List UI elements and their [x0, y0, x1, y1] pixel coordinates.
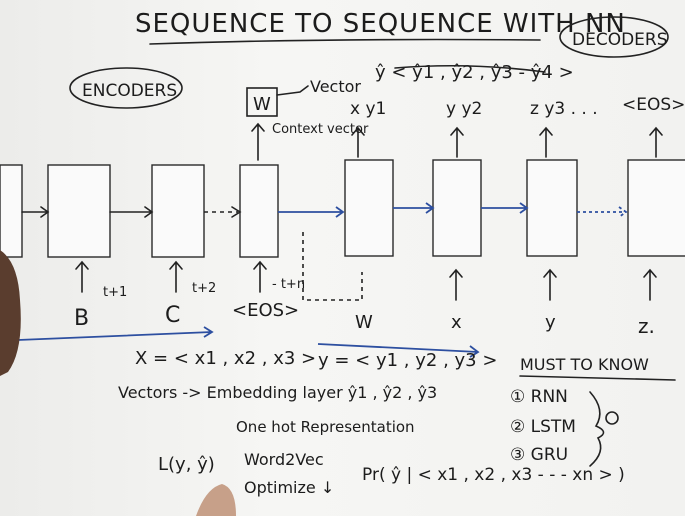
dec-arrow-1	[393, 202, 435, 214]
dec-out-arrow-2	[450, 126, 464, 158]
encoder-cell-4	[239, 164, 279, 258]
optimize-label: Optimize ↓	[244, 478, 334, 497]
x-seq-arrow	[17, 326, 214, 341]
decoder-cell-3	[526, 159, 578, 257]
decoder-output-4: <EOS>	[622, 95, 685, 115]
dec-arrow-2	[481, 202, 529, 214]
x-equation: X = < x1 , x2 , x3 >	[135, 348, 316, 369]
page-title: SEQUENCE TO SEQUENCE WITH NN	[135, 9, 626, 39]
dec-in-arrow-3	[543, 268, 557, 301]
context-w-label: W	[253, 94, 271, 115]
encoder-cell-1	[0, 164, 23, 258]
y-equation: y = < y1 , y2 , y3 >	[318, 350, 497, 371]
encoder-input-eos: <EOS>	[232, 300, 299, 321]
dec-in-arrow-2	[449, 268, 463, 301]
title-underline	[149, 38, 541, 45]
decoder-cell-1	[344, 159, 394, 257]
vector-pointer	[276, 85, 309, 96]
presenter-silhouette	[0, 250, 21, 376]
decoder-input-z: z.	[638, 314, 655, 338]
context-w-box	[246, 87, 278, 117]
output-sequence-underline	[394, 64, 546, 73]
enc-arrow-3-head	[231, 206, 242, 218]
decoders-label: DECODERS	[572, 30, 668, 50]
enc-arrow-1	[21, 206, 50, 218]
decoder-input-y: y	[545, 312, 556, 333]
dec-out-arrow-1	[351, 126, 365, 158]
enc-time-label-2: t+2	[192, 281, 216, 296]
enc-in-arrow-3	[253, 260, 267, 293]
decoder-cell-2	[432, 159, 482, 257]
encoder-cell-2	[47, 164, 111, 258]
enc-time-label-3: - t+n	[272, 277, 305, 292]
decoders-ellipse	[559, 16, 669, 58]
dec-in-arrow-4	[643, 268, 657, 301]
must-know-item-rnn: ① RNN	[510, 387, 568, 407]
must-know-item-gru: ③ GRU	[510, 445, 568, 465]
must-know-title: MUST TO KNOW	[520, 355, 649, 374]
encoder-input-b: B	[74, 306, 89, 331]
must-know-underline	[519, 375, 676, 381]
decoder-output-1: x y1	[350, 99, 386, 119]
decoder-output-2: y y2	[446, 99, 482, 119]
presenter-hand	[196, 484, 236, 516]
word2vec-label: Word2Vec	[244, 450, 324, 469]
embedding-line: Vectors -> Embedding layer ŷ1 , ŷ2 , ŷ3	[118, 383, 437, 402]
encoders-ellipse	[69, 67, 183, 109]
context-arrow	[251, 122, 265, 161]
encoder-input-c: C	[165, 303, 180, 328]
dec-out-arrow-3	[539, 126, 553, 158]
context-dashed-link	[302, 232, 363, 301]
context-vector-label: Context vector	[272, 122, 369, 137]
must-know-brace	[589, 391, 605, 467]
enc-in-arrow-1	[75, 260, 89, 293]
one-hot-representation: One hot Representation	[236, 418, 415, 436]
encoders-label: ENCODERS	[82, 81, 177, 101]
decoder-cell-4	[627, 159, 685, 257]
decoder-input-w: W	[355, 312, 373, 333]
output-sequence: ŷ < ŷ1 , ŷ2 , ŷ3 - ŷ4 >	[375, 62, 574, 83]
decoder-input-x: x	[451, 312, 462, 333]
dec-arrow-3	[577, 206, 628, 218]
must-know-item-lstm: ② LSTM	[510, 417, 576, 437]
vector-label: Vector	[310, 77, 361, 96]
dec-out-arrow-4	[649, 126, 663, 158]
enc-time-label-1: t+1	[103, 285, 127, 300]
context-link-arrow	[278, 206, 345, 218]
must-know-loop	[605, 411, 619, 425]
probability-expression: Pr( ŷ | < x1 , x2 , x3 - - - xn > )	[362, 465, 625, 485]
enc-arrow-2	[109, 206, 154, 218]
y-seq-arrow	[317, 343, 480, 358]
enc-in-arrow-2	[169, 260, 183, 293]
encoder-cell-3	[151, 164, 205, 258]
loss-function: L(y, ŷ)	[158, 454, 215, 475]
decoder-output-3: z y3 . . .	[530, 99, 598, 119]
